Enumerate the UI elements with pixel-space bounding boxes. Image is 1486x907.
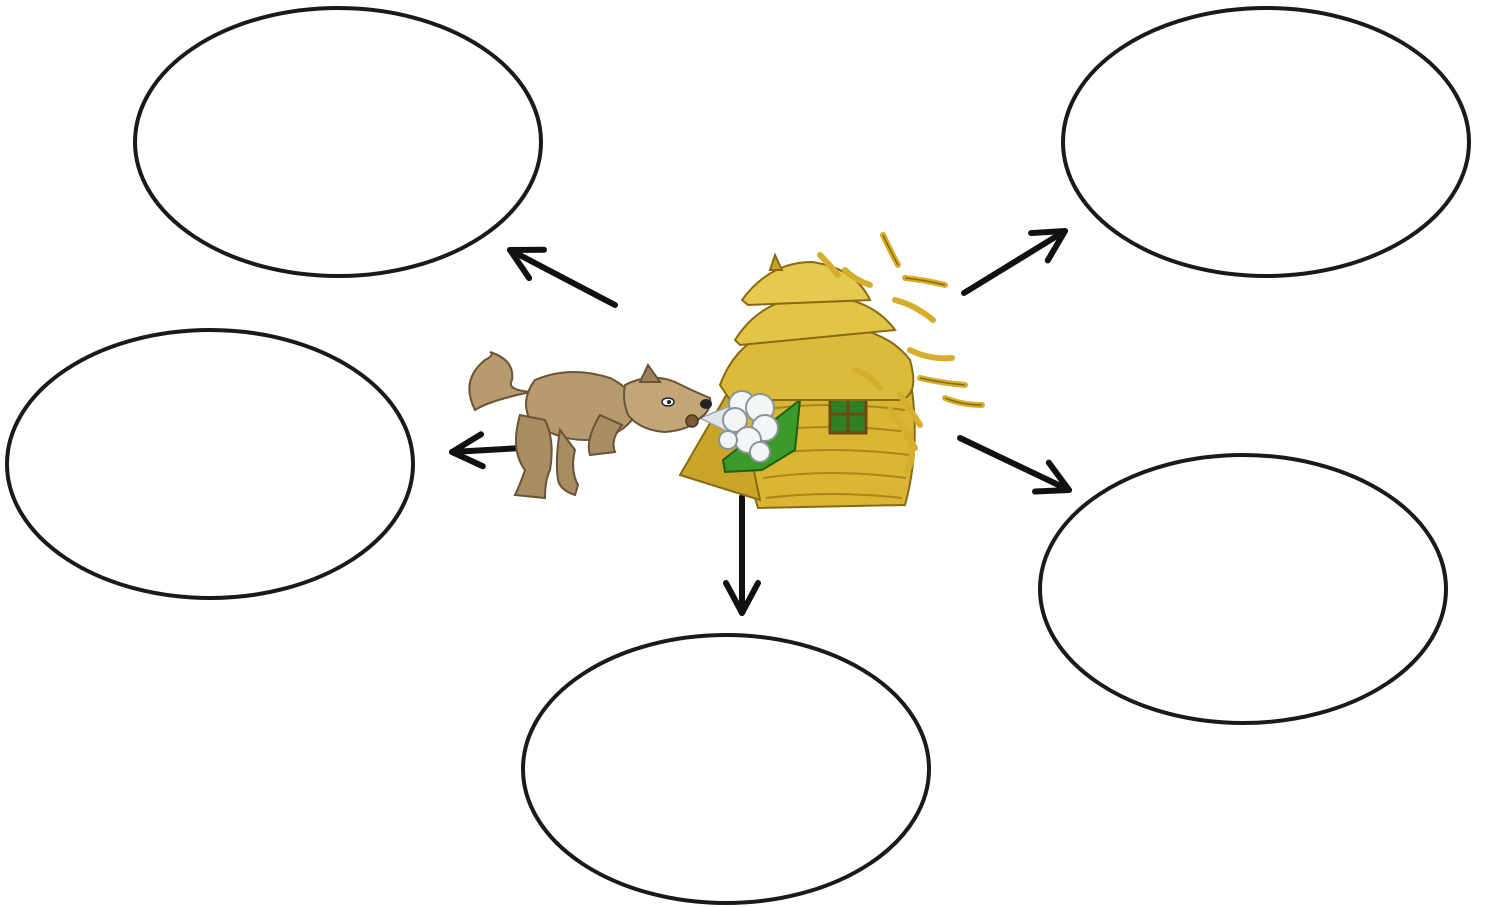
straw-house-illustration bbox=[678, 232, 985, 510]
bubble-middle-left[interactable] bbox=[5, 328, 415, 600]
bubble-bottom-center[interactable] bbox=[521, 633, 931, 905]
bubble-top-left[interactable] bbox=[133, 6, 543, 278]
arrow-to-middle-left bbox=[449, 431, 525, 470]
arrow-to-top-right bbox=[961, 228, 1068, 296]
wolf-illustration bbox=[468, 351, 712, 500]
arrow-to-top-left bbox=[507, 246, 618, 308]
bubble-top-right[interactable] bbox=[1061, 6, 1471, 278]
arrow-to-bottom-right bbox=[957, 435, 1072, 495]
breath-cloud-illustration bbox=[698, 390, 779, 463]
bubble-bottom-right[interactable] bbox=[1038, 453, 1448, 725]
